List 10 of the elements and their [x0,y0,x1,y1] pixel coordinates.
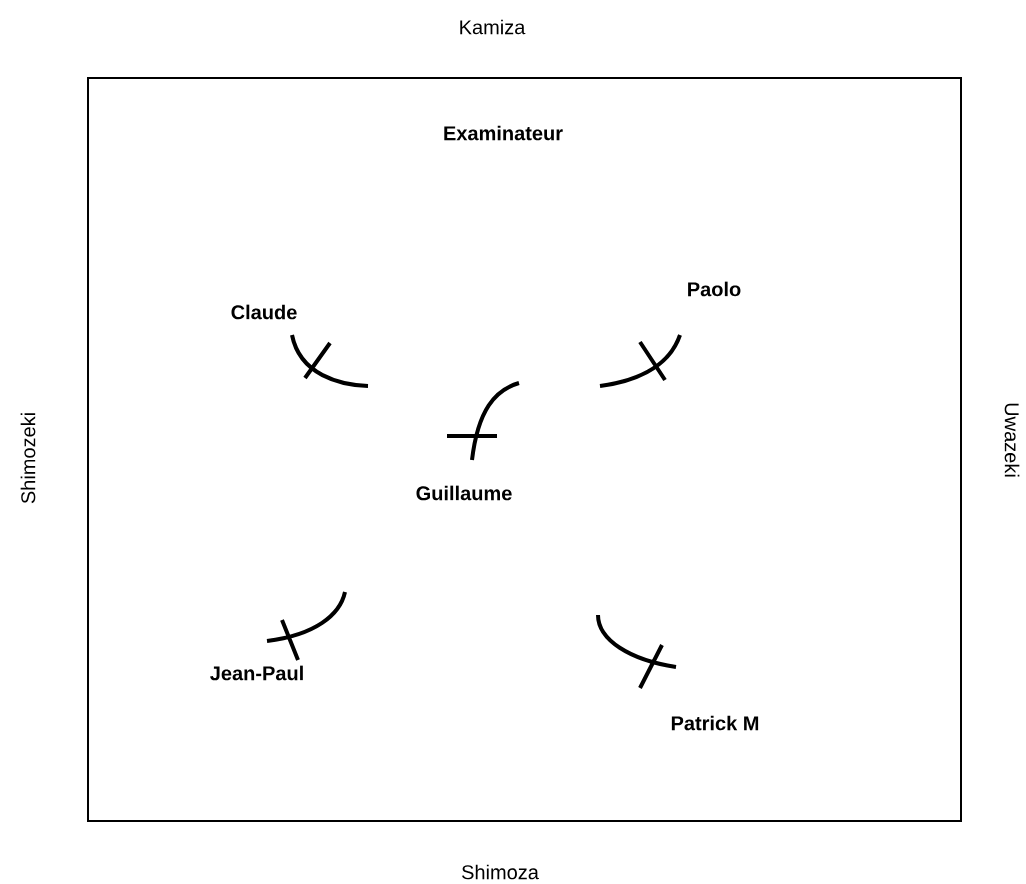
name-label: Jean-Paul [210,665,303,681]
name-label: Patrick M [671,715,759,731]
name-label: Claude [231,304,297,320]
name-label: Guillaume [416,485,512,501]
name-label: Shimozeki [20,413,36,504]
name-label: Shimoza [462,864,539,880]
heading: Kamiza [460,19,526,35]
name-label: Uwazeki [1004,403,1020,477]
name-label: Examinateur [444,125,563,141]
name-label: Paolo [688,281,741,297]
